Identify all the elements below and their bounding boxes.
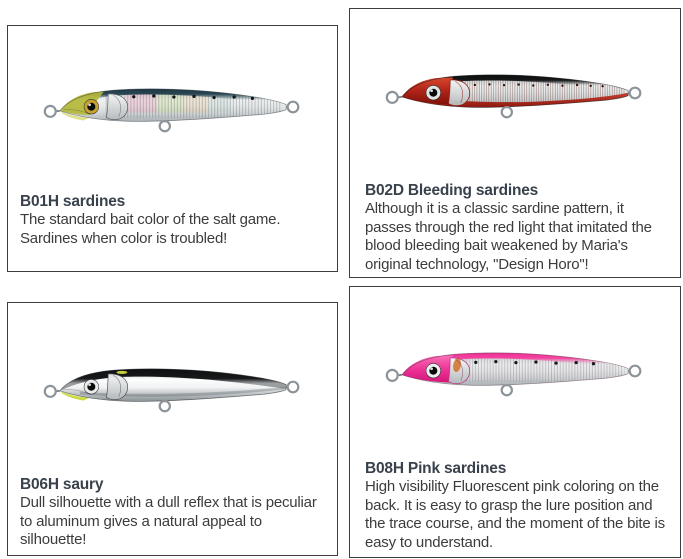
product-description: Although it is a classic sardine pattern…	[365, 200, 652, 273]
product-text: B08H Pink sardines High visibility Fluor…	[350, 459, 680, 558]
product-description: The standard bait color of the salt game…	[20, 211, 281, 247]
lure-image-area	[350, 9, 680, 181]
product-card-b06h: B06H saury Dull silhouette with a dull r…	[7, 302, 338, 556]
product-text: B02D Bleeding sardines Although it is a …	[350, 181, 680, 280]
lure-image-area	[8, 303, 337, 475]
lure-image-area	[350, 287, 680, 459]
lure-image-b08h-pink-sardines	[385, 352, 642, 397]
product-text: B01H sardines The standard bait color of…	[8, 192, 337, 254]
product-card-b08h: B08H Pink sardines High visibility Fluor…	[349, 286, 681, 558]
lure-image-b01h-sardines	[43, 88, 299, 133]
lure-image-b06h-saury	[43, 368, 299, 413]
product-description: High visibility Fluorescent pink colorin…	[365, 478, 665, 551]
lure-image-b02d-bleeding-sardines	[385, 74, 642, 119]
product-card-b01h: B01H sardines The standard bait color of…	[7, 25, 338, 272]
product-title: B06H saury	[20, 476, 104, 493]
product-title: B02D Bleeding sardines	[365, 182, 539, 199]
lure-image-area	[8, 26, 337, 192]
product-card-b02d: B02D Bleeding sardines Although it is a …	[349, 8, 681, 278]
product-title: B01H sardines	[20, 193, 126, 210]
product-text: B06H saury Dull silhouette with a dull r…	[8, 475, 337, 556]
product-description: Dull silhouette with a dull reflex that …	[20, 494, 317, 548]
product-title: B08H Pink sardines	[365, 460, 507, 477]
